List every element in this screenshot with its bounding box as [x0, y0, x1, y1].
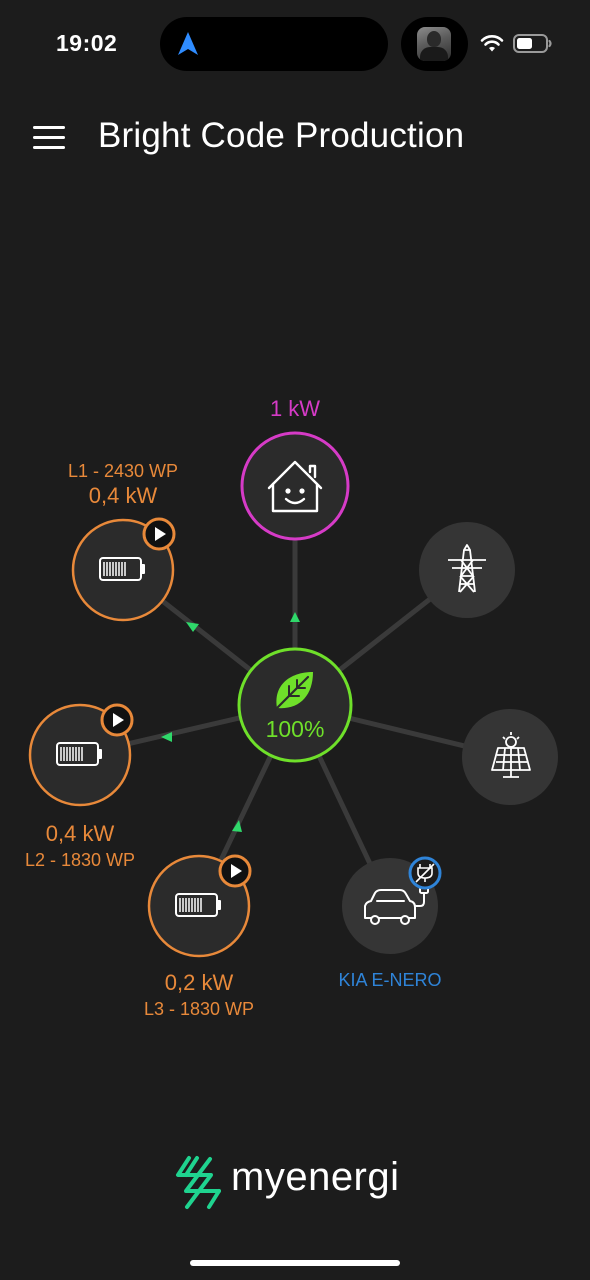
hub-percent-label: 100%: [265, 716, 325, 742]
grid-node-button[interactable]: [419, 522, 515, 618]
unplugged-icon: [408, 856, 442, 890]
avatar: [417, 27, 451, 61]
battery-status-icon: [513, 34, 552, 53]
flow-arrow-l2: [161, 732, 172, 742]
car-node-button[interactable]: [342, 858, 438, 954]
hub-node-button[interactable]: [239, 649, 351, 761]
hamburger-menu-button[interactable]: [33, 124, 65, 152]
flow-arrow-l3: [232, 820, 242, 832]
battery-node-l1: [71, 517, 176, 622]
myenergi-logo-icon: [176, 1156, 221, 1209]
leaf-icon: [275, 672, 313, 710]
brand-logo: myenergi: [175, 1153, 415, 1213]
home-node-button[interactable]: [242, 433, 348, 539]
battery-l2-name: L2 - 1830 WP: [24, 850, 136, 870]
page-title: Bright Code Production: [98, 116, 465, 155]
home-node: [240, 431, 350, 541]
play-icon: [218, 854, 252, 888]
battery-node-l2: [28, 703, 134, 807]
solar-panel-icon: [491, 732, 531, 778]
play-icon: [142, 517, 176, 551]
power-pylon-icon: [448, 544, 486, 593]
location-arrow-icon: [178, 32, 198, 55]
grid-node: [419, 522, 515, 618]
play-button-l2[interactable]: [102, 705, 132, 735]
wifi-icon: [480, 35, 504, 52]
battery-l3-name: L3 - 1830 WP: [143, 999, 255, 1019]
solar-node-button[interactable]: [462, 709, 558, 805]
flow-arrows: [161, 612, 300, 832]
battery-icon: [56, 742, 102, 766]
play-icon: [100, 703, 134, 737]
battery-node-l3: [147, 854, 252, 958]
home-power-label: 1 kW: [269, 396, 321, 421]
battery-l1-power: 0,4 kW: [88, 483, 158, 508]
battery-icon: [175, 893, 221, 917]
flow-arrow-home: [290, 612, 300, 622]
car-node: [342, 856, 442, 954]
battery-l2-power: 0,4 kW: [45, 821, 115, 846]
solar-node: [462, 709, 558, 805]
status-time: 19:02: [56, 30, 118, 56]
brand-name: myenergi: [231, 1155, 400, 1199]
hub-node: [237, 647, 353, 763]
battery-l3-power: 0,2 kW: [164, 970, 234, 995]
home-indicator[interactable]: [190, 1260, 400, 1266]
dynamic-island: [160, 17, 388, 71]
play-button-l3[interactable]: [220, 856, 250, 886]
battery-l1-name: L1 - 2430 WP: [67, 461, 179, 481]
play-button-l1[interactable]: [144, 519, 174, 549]
car-name-label: KIA E-NERO: [338, 970, 442, 990]
battery-icon: [99, 557, 145, 581]
flow-arrow-l1: [186, 622, 199, 632]
house-smile-icon: [267, 460, 323, 513]
